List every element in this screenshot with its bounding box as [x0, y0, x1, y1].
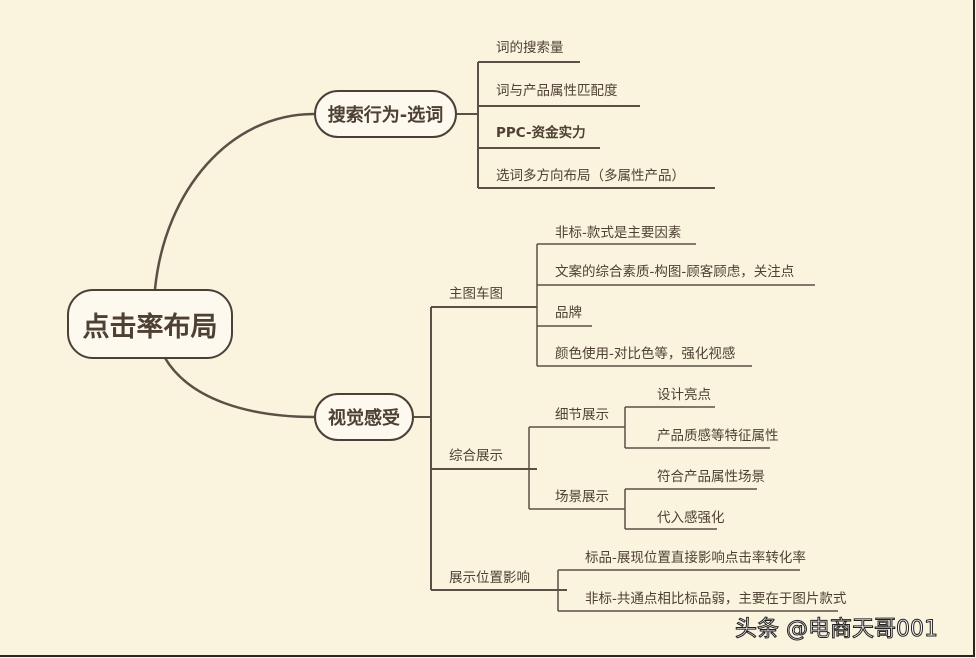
topic-ppc[interactable]: PPC-资金实力 — [496, 125, 586, 141]
watermark: 头条 @电商天哥001 — [735, 617, 939, 643]
topic-detail-display[interactable]: 细节展示 — [555, 407, 609, 423]
branch-visual-node[interactable]: 视觉感受 — [314, 393, 414, 441]
topic-color-usage[interactable]: 颜色使用-对比色等，强化视感 — [555, 346, 736, 362]
topic-composite-display[interactable]: 综合展示 — [449, 448, 503, 464]
topic-nonstandard-style[interactable]: 非标-款式是主要因素 — [555, 225, 682, 241]
topic-copy-quality[interactable]: 文案的综合素质-构图-顾客顾虑，关注点 — [555, 264, 795, 280]
connector-position — [557, 569, 838, 612]
topic-standard-position[interactable]: 标品-展现位置直接影响点击率转化率 — [585, 550, 806, 566]
topic-brand[interactable]: 品牌 — [555, 305, 582, 321]
branch-search-node[interactable]: 搜索行为-选词 — [314, 90, 457, 138]
topic-multi-direction[interactable]: 选词多方向布局（多属性产品） — [496, 168, 685, 184]
root-node[interactable]: 点击率布局 — [67, 289, 233, 359]
topic-scene-display[interactable]: 场景展示 — [555, 489, 609, 505]
connector-composite — [528, 426, 625, 510]
connector-scene — [624, 488, 757, 530]
connector-root-branch2 — [163, 357, 315, 419]
topic-nonstandard-common[interactable]: 非标-共通点相比标品弱，主要在于图片款式 — [585, 591, 847, 607]
topic-search-volume[interactable]: 词的搜索量 — [496, 40, 564, 56]
topic-position-impact[interactable]: 展示位置影响 — [449, 570, 530, 586]
topic-match-degree[interactable]: 词与产品属性匹配度 — [496, 83, 618, 99]
topic-design-highlight[interactable]: 设计亮点 — [657, 387, 711, 403]
connector-branch2 — [414, 306, 567, 591]
topic-main-image[interactable]: 主图车图 — [449, 286, 503, 302]
connector-branch1 — [457, 61, 715, 189]
topic-texture-attributes[interactable]: 产品质感等特征属性 — [657, 428, 779, 444]
connector-root-branch1 — [153, 112, 315, 290]
topic-immersion[interactable]: 代入感强化 — [657, 510, 725, 526]
connector-detail — [624, 406, 770, 449]
connector-main-image — [536, 243, 815, 367]
topic-scene-fit[interactable]: 符合产品属性场景 — [657, 469, 765, 485]
